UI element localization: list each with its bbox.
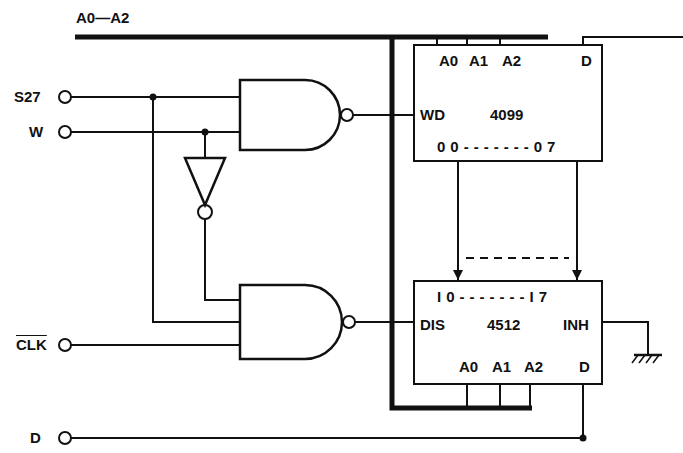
pin-label: A2 [502, 52, 521, 69]
junction-dot [202, 129, 209, 136]
ground-symbol [632, 355, 659, 363]
junction-dot [580, 435, 587, 442]
data-arrow [457, 162, 459, 280]
pin-label: A0 [459, 358, 478, 375]
pin-label: A1 [492, 358, 511, 375]
signal-name: W [29, 123, 43, 140]
inverter [185, 158, 225, 205]
wire [205, 219, 240, 300]
inverter-bubble [343, 316, 355, 328]
terminal [59, 339, 71, 351]
data-wire [71, 385, 583, 438]
pin-range: I0-------I7 [437, 288, 552, 305]
part-number: 4512 [487, 316, 520, 333]
pin-label: A1 [469, 52, 488, 69]
inverter-bubble [341, 109, 353, 121]
wire [204, 132, 206, 158]
terminal [59, 126, 71, 138]
pin-label: INH [563, 316, 589, 333]
pin-label: WD [420, 106, 445, 123]
wire [353, 114, 413, 116]
part-number: 4099 [490, 106, 523, 123]
inverter-bubble [198, 205, 212, 219]
terminal [59, 91, 71, 103]
nand-gate [240, 80, 340, 150]
pin-label: D [579, 358, 590, 375]
terminal [59, 432, 71, 444]
ic-4099: A0 A1 A2 D WD 4099 00-------07 [413, 44, 603, 162]
data-arrow [576, 162, 578, 280]
wire [71, 344, 240, 346]
pin-label: D [581, 52, 592, 69]
signal-name: D [30, 429, 41, 446]
pin-label: DIS [420, 316, 445, 333]
dashed-bus [466, 257, 569, 259]
pin-range: 00-------07 [437, 138, 560, 155]
pin-label: A2 [524, 358, 543, 375]
bus-label: A0—A2 [76, 9, 129, 26]
address-bus [75, 35, 548, 40]
signal-name: CLK [16, 336, 47, 353]
wire [603, 322, 648, 355]
wire [153, 97, 240, 322]
wire [71, 131, 240, 133]
data-wire [583, 37, 683, 44]
ic-4512: I0-------I7DIS 4512 INH A0 A1 A2 D [413, 280, 603, 385]
bus-stub [467, 385, 530, 408]
junction-dot [150, 94, 157, 101]
nand-gate [240, 285, 342, 359]
signal-name: S27 [14, 88, 41, 105]
wire [355, 321, 413, 323]
bus-stub [437, 37, 500, 44]
pin-label: A0 [439, 52, 458, 69]
